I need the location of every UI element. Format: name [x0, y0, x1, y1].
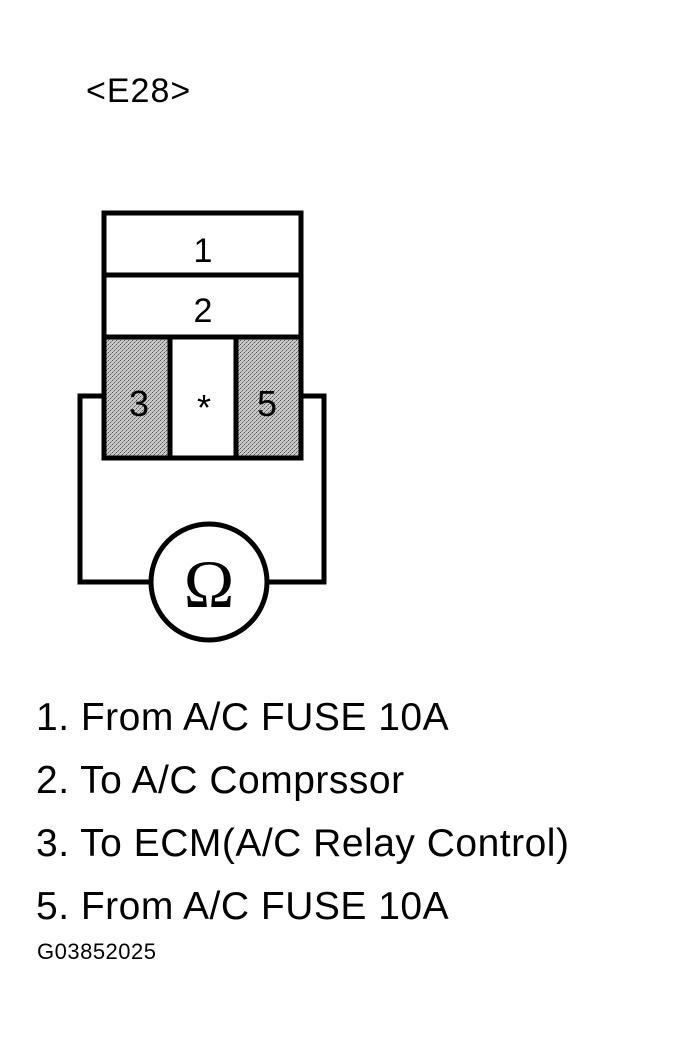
- pin-legend: 1. From A/C FUSE 10A 2. To A/C Comprssor…: [36, 686, 569, 938]
- pin-2-label: 2: [194, 292, 213, 330]
- pin-1-label: 1: [194, 232, 213, 270]
- pin-2-cell: [101, 272, 304, 340]
- ohm-symbol: Ω: [184, 546, 235, 622]
- pin-3-label: 3: [129, 383, 149, 424]
- lead-wire-right: [267, 393, 327, 585]
- center-cell: [167, 334, 239, 461]
- legend-item-pin-3: 3. To ECM(A/C Relay Control): [36, 822, 570, 865]
- legend-item-pin-1: 1. From A/C FUSE 10A: [36, 696, 450, 739]
- pin-5-cell: [233, 334, 304, 461]
- connector-body: [101, 210, 304, 461]
- ohmmeter-icon: Ω: [148, 521, 270, 643]
- figure-code: G03852025: [37, 939, 157, 964]
- pin-5-label: 5: [257, 383, 277, 424]
- center-label: *: [197, 387, 211, 428]
- lead-wire-left: [77, 393, 150, 585]
- legend-item-pin-2: 2. To A/C Comprssor: [36, 759, 405, 802]
- connector-title: <E28>: [86, 72, 192, 110]
- pin-1-cell: [101, 210, 304, 278]
- legend-item-pin-5: 5. From A/C FUSE 10A: [36, 885, 450, 928]
